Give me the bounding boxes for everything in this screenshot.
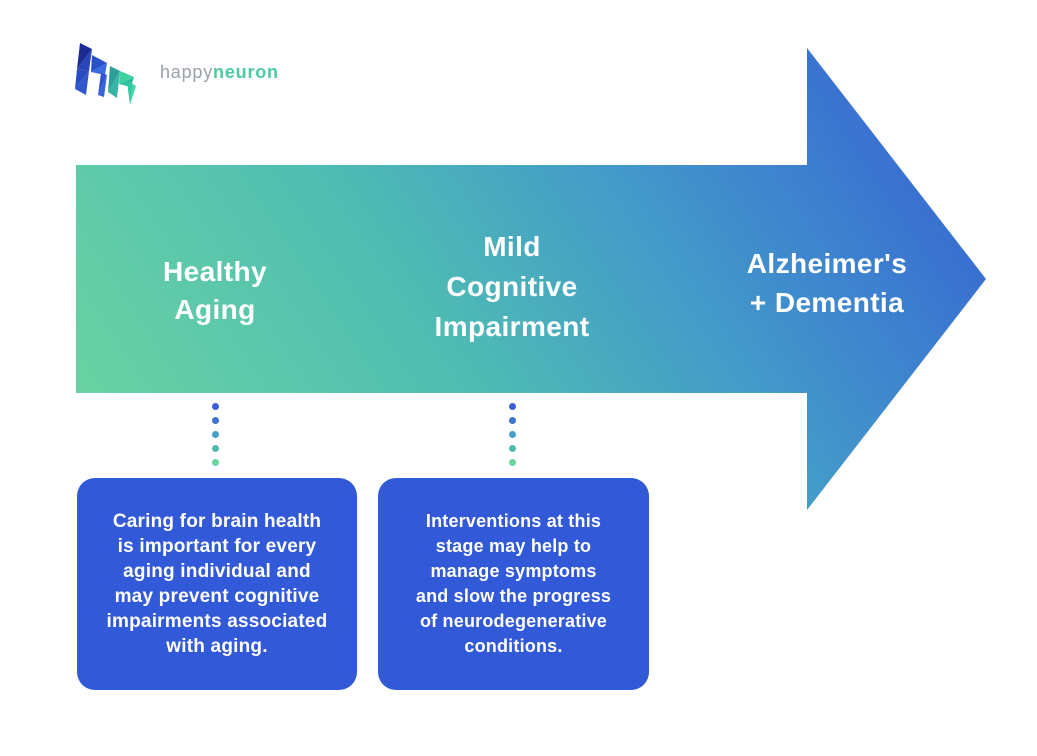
connector-dot	[212, 431, 219, 438]
connector-dot	[212, 459, 219, 466]
connector-dot	[509, 403, 516, 410]
brand-wordmark: happyneuron	[160, 63, 279, 85]
connector-dot	[212, 417, 219, 424]
dotted-connector-mci	[509, 403, 516, 466]
connector-dot	[509, 459, 516, 466]
connector-dot	[212, 403, 219, 410]
stage-label-mild-cognitive-impairment: Mild Cognitive Impairment	[434, 231, 590, 342]
connector-dot	[212, 445, 219, 452]
happyneuron-logo-icon	[75, 43, 136, 105]
healthy-aging-card: Caring for brain health is important for…	[77, 478, 357, 690]
connector-dot	[509, 431, 516, 438]
connector-dot	[509, 445, 516, 452]
brand-logo: happyneuron	[74, 42, 279, 106]
healthy-aging-card-text: Caring for brain health is important for…	[106, 511, 328, 657]
dotted-connector-healthy-aging	[212, 403, 219, 466]
connector-dot	[509, 417, 516, 424]
progression-arrow	[76, 48, 986, 510]
brand-wordmark-happy: happy	[160, 62, 214, 82]
stage-label-alzheimers-dementia: Alzheimer's + Dementia	[746, 248, 908, 318]
arrow-shape	[76, 48, 986, 510]
stage-label-healthy-aging: Healthy Aging	[163, 256, 267, 325]
brand-wordmark-neuron: neuron	[213, 62, 279, 82]
mci-card: Interventions at this stage may help to …	[378, 478, 649, 690]
mci-card-text: Interventions at this stage may help to …	[415, 511, 612, 656]
